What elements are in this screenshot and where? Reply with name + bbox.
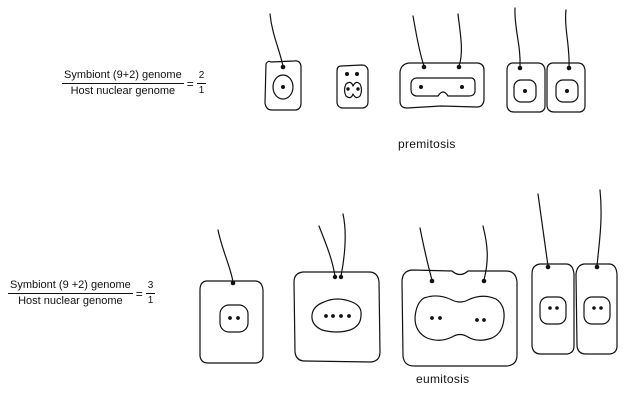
nucleus	[219, 304, 249, 333]
nucleolus	[331, 314, 335, 318]
premitosis-equals-sign: =	[186, 76, 194, 91]
nucleus	[311, 298, 362, 333]
flagellum	[419, 227, 433, 281]
kinetosome	[594, 264, 600, 270]
eumitosis-symbiont-genome-text: Symbiont (9 +2) genome	[8, 280, 133, 294]
nucleolus	[236, 316, 240, 320]
eumitosis-cell-2	[293, 213, 381, 363]
eumitosis-ratio-denominator: 1	[147, 295, 154, 306]
kinetosome	[566, 65, 572, 71]
premitosis-cell-4	[506, 7, 586, 113]
nucleolus	[460, 85, 464, 89]
nucleolus	[438, 316, 442, 320]
nucleolus	[346, 87, 350, 91]
nucleolus	[281, 85, 285, 89]
nucleolus	[339, 314, 343, 318]
eumitosis-genome-fraction: Symbiont (9 +2) genome Host nuclear geno…	[8, 280, 133, 307]
flagellum	[412, 15, 425, 67]
nucleus-dividing	[343, 81, 363, 99]
premitosis-host-genome-text: Host nuclear genome	[70, 85, 176, 97]
flagellum	[340, 213, 346, 277]
nucleolus	[419, 85, 423, 89]
nucleus	[513, 79, 537, 103]
nucleolus	[548, 306, 552, 310]
nucleolus	[523, 89, 527, 93]
eumitosis-cell-3	[401, 225, 518, 367]
kinetosome	[332, 274, 338, 280]
cell-membrane-left	[531, 263, 575, 355]
kinetosome	[338, 274, 344, 280]
nucleolus	[599, 306, 603, 310]
eumitosis-cell-4	[531, 189, 618, 355]
nucleus	[539, 296, 567, 325]
kinetosome	[481, 278, 487, 284]
kinetosome	[345, 72, 349, 76]
eumitosis-ratio-numerator: 3	[145, 281, 156, 294]
nucleus	[583, 296, 611, 325]
nucleolus	[555, 306, 559, 310]
flagellum	[514, 7, 521, 68]
eumitosis-cell-1	[199, 229, 264, 364]
cell-membrane	[264, 60, 302, 111]
eumitosis-equals-sign: =	[135, 286, 143, 301]
flagellum	[217, 229, 234, 283]
cell-membrane	[399, 62, 485, 109]
cell-membrane	[401, 269, 518, 367]
flagellum	[457, 13, 463, 67]
premitosis-cell-3	[399, 13, 485, 109]
kinetosome	[355, 72, 359, 76]
kinetosome	[545, 264, 551, 270]
kinetosome	[456, 64, 462, 70]
eumitosis-host-genome-text: Host nuclear genome	[18, 295, 123, 307]
nucleolus	[228, 316, 232, 320]
premitosis-caption: premitosis	[398, 137, 456, 151]
cell-membrane-right	[546, 62, 586, 113]
flagellum	[537, 193, 549, 267]
premitosis-ratio-value: 2 1	[196, 71, 207, 96]
cell-membrane-left	[506, 62, 546, 113]
nucleolus	[324, 314, 328, 318]
premitosis-ratio-label: Symbiont (9+2) genome Host nuclear genom…	[62, 70, 207, 97]
kinetosome	[280, 64, 286, 70]
premitosis-cell-2	[336, 64, 369, 109]
cell-membrane-right	[575, 263, 618, 355]
flagellum	[318, 225, 336, 277]
eumitosis-ratio-label: Symbiont (9 +2) genome Host nuclear geno…	[8, 280, 156, 307]
nucleus	[272, 74, 294, 100]
premitosis-symbiont-genome-text: Symbiont (9+2) genome	[62, 70, 184, 84]
premitosis-ratio-denominator: 1	[198, 85, 205, 96]
nucleus-elongated	[410, 77, 476, 97]
nucleolus	[592, 306, 596, 310]
flagellum	[564, 9, 570, 68]
nucleolus	[565, 89, 569, 93]
nucleolus	[475, 318, 479, 322]
eumitosis-ratio-value: 3 1	[145, 281, 156, 306]
flagellum	[482, 225, 488, 281]
nucleolus	[482, 318, 486, 322]
nucleolus	[356, 87, 360, 91]
kinetosome	[421, 64, 427, 70]
nucleolus	[347, 314, 351, 318]
nucleus	[555, 79, 579, 103]
nucleus-dumbbell	[414, 295, 505, 341]
eumitosis-caption: eumitosis	[416, 372, 470, 386]
premitosis-cell-1	[264, 13, 302, 111]
cell-membrane	[199, 280, 264, 364]
nucleolus	[430, 316, 434, 320]
flagellum	[596, 189, 602, 267]
kinetosome	[517, 65, 523, 71]
kinetosome	[230, 280, 236, 286]
kinetosome	[429, 278, 435, 284]
premitosis-genome-fraction: Symbiont (9+2) genome Host nuclear genom…	[62, 70, 184, 97]
cell-membrane	[336, 64, 369, 109]
flagellum	[269, 13, 284, 67]
premitosis-ratio-numerator: 2	[196, 71, 207, 84]
cell-membrane	[293, 271, 381, 363]
